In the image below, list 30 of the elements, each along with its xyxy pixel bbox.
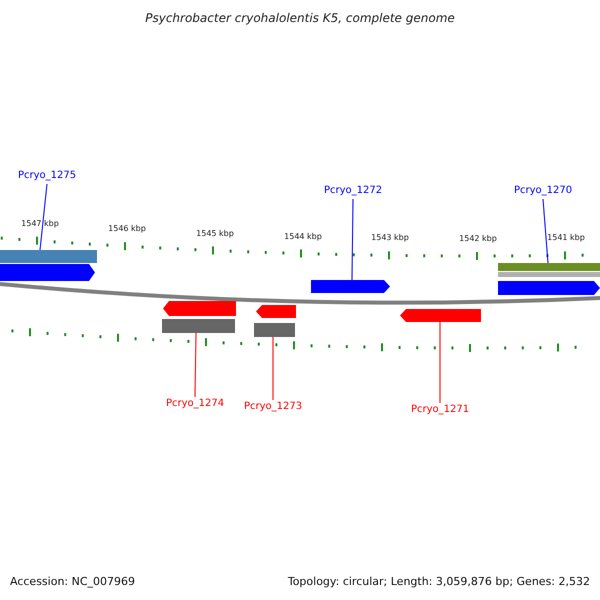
gene-label: Pcryo_1273 xyxy=(244,401,302,413)
gene-feature xyxy=(400,309,481,322)
feature-bar xyxy=(0,250,97,263)
gene-label: Pcryo_1275 xyxy=(18,170,76,182)
gene-label: Pcryo_1270 xyxy=(514,185,572,197)
gene-label: Pcryo_1274 xyxy=(166,398,224,410)
accession-note: Accession: NC_007969 xyxy=(10,575,136,588)
genome-summary-note: Topology: circular; Length: 3,059,876 bp; Genes: 2,532 xyxy=(288,575,590,588)
gene-feature xyxy=(163,301,236,316)
gene-feature xyxy=(498,281,600,295)
axis-label: 1542 kbp xyxy=(459,234,497,244)
leader-line xyxy=(40,184,48,250)
axis-label: 1545 kbp xyxy=(196,228,234,238)
axis-label: 1546 kbp xyxy=(108,224,146,234)
gene-label: Pcryo_1271 xyxy=(410,404,470,416)
feature-bar xyxy=(254,323,295,337)
leader-line xyxy=(352,198,354,280)
gene-label: Pcryo_1272 xyxy=(324,185,382,197)
feature-bar xyxy=(498,263,600,271)
gene-feature xyxy=(311,280,390,293)
axis-label: 1547 kbp xyxy=(21,218,59,228)
axis-label: 1541 kbp xyxy=(547,233,585,244)
feature-bar xyxy=(162,319,235,333)
axis-label: 1543 kbp xyxy=(371,233,409,243)
feature-bar xyxy=(498,272,600,277)
diagram-title: Psychrobacter cryohalolentis K5, complete genome xyxy=(145,11,455,26)
leader-line xyxy=(194,332,196,398)
leader-line xyxy=(542,198,548,264)
leader-line xyxy=(272,336,274,400)
axis-label: 1544 kbp xyxy=(284,232,322,242)
